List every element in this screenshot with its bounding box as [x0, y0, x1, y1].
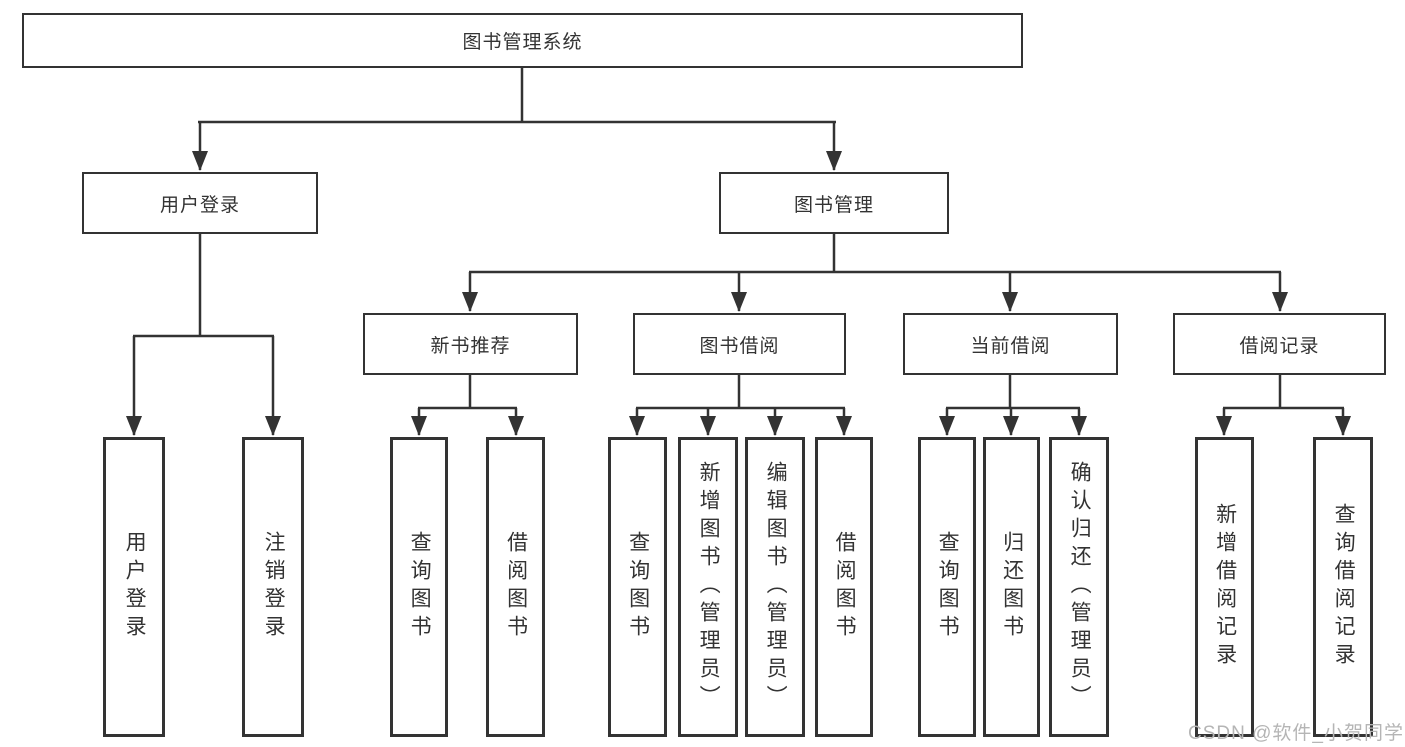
leaf-query-books-borrowing: 查询图书 [608, 437, 667, 737]
node-book-borrowing: 图书借阅 [633, 313, 846, 375]
leaf-return-books: 归还图书 [983, 437, 1040, 737]
leaf-logout: 注销登录 [242, 437, 304, 737]
node-current-borrowing: 当前借阅 [903, 313, 1118, 375]
node-new-book-recommend: 新书推荐 [363, 313, 578, 375]
node-user-login: 用户登录 [82, 172, 318, 234]
leaf-borrow-books: 借阅图书 [815, 437, 873, 737]
csdn-watermark: CSDN @软件_小贺同学 [1188, 723, 1404, 744]
leaf-add-borrow-record: 新增借阅记录 [1195, 437, 1254, 737]
leaf-add-books-admin: 新增图书（管理员） [678, 437, 738, 737]
node-borrowing-records: 借阅记录 [1173, 313, 1386, 375]
leaf-confirm-return-admin: 确认归还（管理员） [1049, 437, 1109, 737]
leaf-user-login: 用户登录 [103, 437, 165, 737]
leaf-query-books-current: 查询图书 [918, 437, 976, 737]
node-book-management: 图书管理 [719, 172, 949, 234]
leaf-query-books-recommend: 查询图书 [390, 437, 448, 737]
node-root: 图书管理系统 [22, 13, 1023, 68]
leaf-query-borrow-record: 查询借阅记录 [1313, 437, 1373, 737]
leaf-edit-books-admin: 编辑图书（管理员） [745, 437, 805, 737]
leaf-borrow-books-recommend: 借阅图书 [486, 437, 545, 737]
